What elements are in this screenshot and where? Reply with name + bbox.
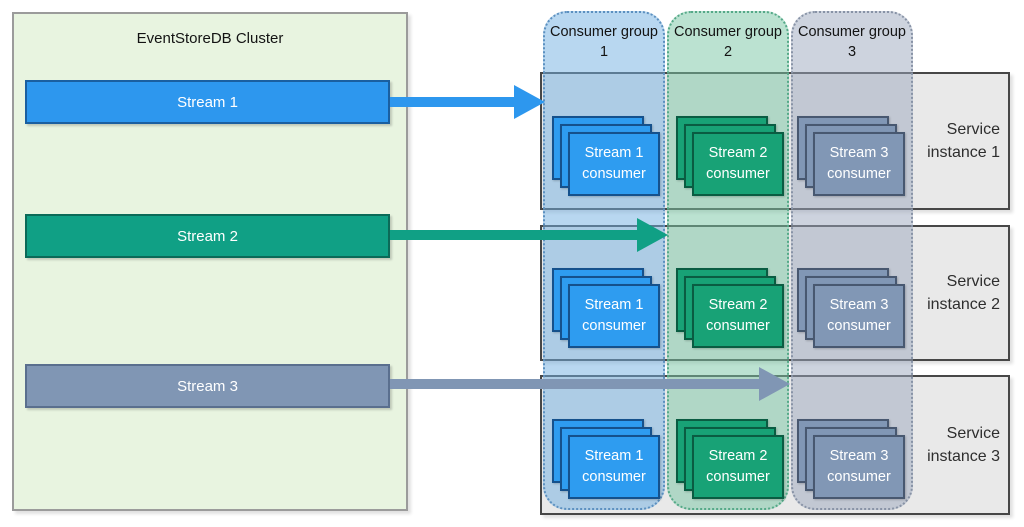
consumer-card-label: Stream 1 consumer (582, 448, 646, 485)
consumer-card-stack-g2-i1: Stream 2 consumer (676, 116, 786, 198)
consumer-card-label: Stream 2 consumer (706, 448, 770, 485)
stream-1-consumer-card: Stream 1 consumer (568, 132, 660, 196)
stream-2-arrow-shaft (390, 230, 638, 240)
consumer-card-stack-g1-i2: Stream 1 consumer (552, 268, 662, 350)
consumer-card-stack-g2-i2: Stream 2 consumer (676, 268, 786, 350)
stream-2-consumer-card: Stream 2 consumer (692, 132, 784, 196)
consumer-card-label: Stream 2 consumer (706, 145, 770, 182)
consumer-card-stack-g3-i3: Stream 3 consumer (797, 419, 907, 501)
service-instance-3-label: Service instance 3 (927, 425, 1000, 465)
consumer-card-label: Stream 3 consumer (827, 297, 891, 334)
stream-3-consumer-card: Stream 3 consumer (813, 132, 905, 196)
consumer-card-label: Stream 2 consumer (706, 297, 770, 334)
service-instance-2-label: Service instance 2 (927, 273, 1000, 313)
stream-3-label: Stream 3 (177, 377, 238, 395)
consumer-group-3-label: Consumer group 3 (798, 24, 906, 60)
stream-2-label: Stream 2 (177, 227, 238, 245)
stream-1-consumer-card: Stream 1 consumer (568, 435, 660, 499)
stream-1-label: Stream 1 (177, 93, 238, 111)
stream-1-arrow-shaft (390, 97, 515, 107)
stream-1-arrow-head-icon (514, 85, 545, 119)
consumer-card-stack-g1-i1: Stream 1 consumer (552, 116, 662, 198)
consumer-group-2-label: Consumer group 2 (674, 24, 782, 60)
stream-3-arrow-shaft (390, 379, 760, 389)
stream-2-consumer-card: Stream 2 consumer (692, 435, 784, 499)
consumer-card-stack-g3-i1: Stream 3 consumer (797, 116, 907, 198)
stream-2-consumer-card: Stream 2 consumer (692, 284, 784, 348)
consumer-card-label: Stream 3 consumer (827, 448, 891, 485)
service-instance-1-label: Service instance 1 (927, 121, 1000, 161)
stream-3-arrow-head-icon (759, 367, 790, 401)
consumer-card-stack-g1-i3: Stream 1 consumer (552, 419, 662, 501)
stream-3-consumer-card: Stream 3 consumer (813, 284, 905, 348)
consumer-group-1-label: Consumer group 1 (550, 24, 658, 60)
stream-3-consumer-card: Stream 3 consumer (813, 435, 905, 499)
consumer-card-label: Stream 1 consumer (582, 145, 646, 182)
consumer-card-label: Stream 1 consumer (582, 297, 646, 334)
stream-1-bar: Stream 1 (25, 80, 390, 124)
cluster-title: EventStoreDB Cluster (136, 30, 284, 47)
consumer-card-stack-g3-i2: Stream 3 consumer (797, 268, 907, 350)
consumer-card-stack-g2-i3: Stream 2 consumer (676, 419, 786, 501)
stream-1-consumer-card: Stream 1 consumer (568, 284, 660, 348)
stream-2-arrow-head-icon (637, 218, 668, 252)
consumer-card-label: Stream 3 consumer (827, 145, 891, 182)
stream-2-bar: Stream 2 (25, 214, 390, 258)
stream-3-bar: Stream 3 (25, 364, 390, 408)
